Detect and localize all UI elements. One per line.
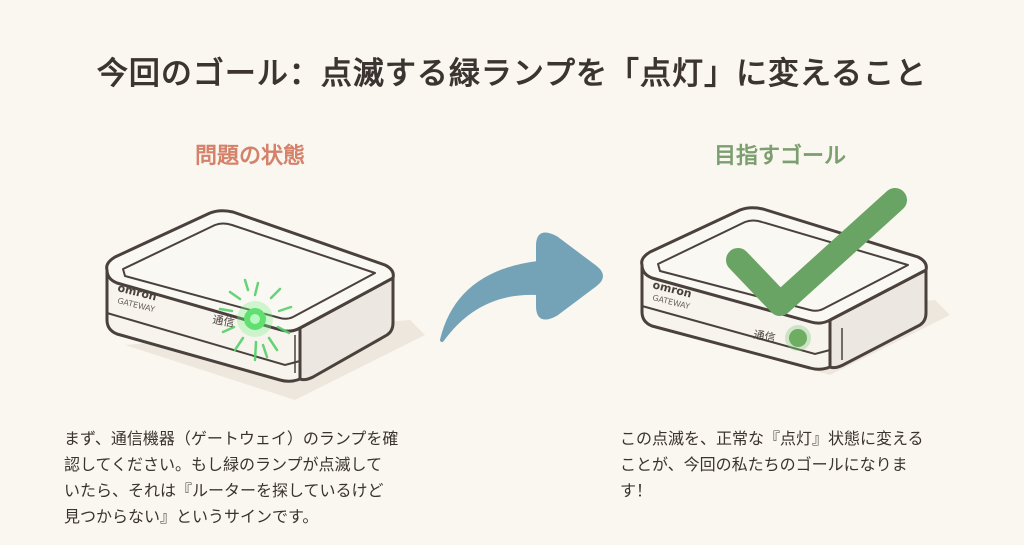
problem-description-line: まず、通信機器（ゲートウェイ）のランプを確 bbox=[64, 429, 399, 448]
svg-text:通信: 通信 bbox=[211, 313, 235, 330]
checkmark-icon bbox=[726, 188, 907, 316]
problem-description-line: 認してください。もし緑のランプが点滅して bbox=[64, 455, 383, 474]
problem-heading: 問題の状態 bbox=[194, 144, 305, 169]
curved-arrow-right-icon bbox=[440, 232, 603, 342]
goal-description: この点滅を、正常な『点灯』状態に変える ことが、今回の私たちのゴールになりま す… bbox=[620, 426, 965, 504]
gateway-device-steady-icon: omron GATEWAY 通信 bbox=[640, 188, 950, 375]
page-title: 今回のゴール：点滅する緑ランプを「点灯」に変えること bbox=[96, 56, 928, 92]
gateway-device-blinking-icon: omron GATEWAY 通信 bbox=[105, 209, 425, 400]
svg-text:通信: 通信 bbox=[752, 328, 776, 345]
problem-description-line: 見つからない』というサインです。 bbox=[64, 507, 319, 526]
goal-device-illustration: omron GATEWAY 通信 bbox=[630, 180, 960, 380]
goal-description-line: この点滅を、正常な『点灯』状態に変える bbox=[620, 429, 924, 448]
problem-device-illustration: omron GATEWAY 通信 bbox=[95, 195, 435, 405]
problem-description-line: いたら、それは『ルーターを探しているけど bbox=[64, 481, 384, 500]
goal-heading: 目指すゴール bbox=[713, 144, 846, 169]
goal-description-line: す！ bbox=[620, 481, 653, 500]
goal-description-line: ことが、今回の私たちのゴールになりま bbox=[620, 455, 908, 474]
transition-arrow bbox=[438, 218, 608, 348]
problem-description: まず、通信機器（ゲートウェイ）のランプを確 認してください。もし緑のランプが点滅… bbox=[64, 426, 454, 530]
